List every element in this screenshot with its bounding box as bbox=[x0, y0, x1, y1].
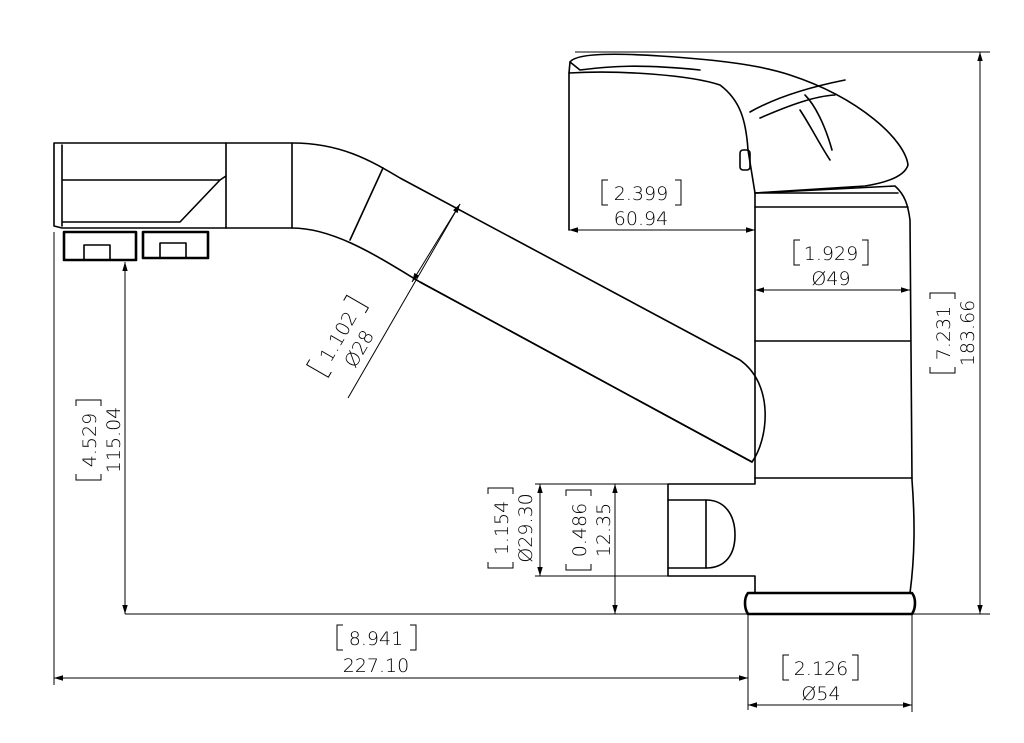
outlet-height-inch: 0.486 bbox=[569, 503, 591, 557]
overall-height-label: 7.231 183.66 bbox=[929, 292, 979, 374]
body-lower bbox=[667, 477, 756, 594]
outlet-height-mm: 12.35 bbox=[593, 503, 615, 557]
lever-handle-side bbox=[568, 61, 701, 231]
lever-offset-inch: 2.399 bbox=[614, 183, 668, 205]
overall-length-mm: 227.10 bbox=[343, 655, 409, 677]
spray-nozzle-left-inner bbox=[83, 244, 111, 261]
lever-offset-label: 2.399 60.94 bbox=[601, 179, 682, 230]
spout-head-inner bbox=[61, 144, 221, 227]
faucet-base bbox=[743, 591, 917, 616]
spout-tube bbox=[225, 142, 766, 463]
overall-height-inch: 7.231 bbox=[933, 306, 955, 360]
body-diameter-mm: Ø49 bbox=[811, 268, 850, 290]
body-column bbox=[754, 185, 915, 594]
overall-length-inch: 8.941 bbox=[349, 628, 403, 650]
spray-nozzle-left bbox=[62, 230, 138, 262]
spout-tube-section bbox=[349, 167, 384, 241]
base-diameter-mm: Ø54 bbox=[801, 683, 840, 705]
spray-nozzle-right-inner bbox=[159, 242, 187, 259]
dimension-lines bbox=[53, 51, 990, 712]
outlet-diameter-mm: Ø29.30 bbox=[515, 493, 537, 562]
spout-tube-section-2 bbox=[419, 281, 753, 463]
spout-height-inch: 4.529 bbox=[79, 413, 101, 467]
base-diameter-label: 2.126 Ø54 bbox=[782, 654, 859, 705]
body-diameter-inch: 1.929 bbox=[804, 243, 858, 265]
overall-height-mm: 183.66 bbox=[957, 300, 979, 366]
spout-height-label: 4.529 115.04 bbox=[75, 399, 125, 481]
spout-height-mm: 115.04 bbox=[103, 407, 125, 473]
lever-handle-detail bbox=[749, 79, 846, 161]
outlet-diameter-label: 1.154 Ø29.30 bbox=[487, 487, 537, 569]
lever-handle bbox=[568, 53, 909, 194]
spout-head bbox=[53, 142, 227, 229]
spout-diameter-label: 1.102 Ø28 bbox=[305, 294, 379, 378]
spray-nozzle-right bbox=[141, 230, 210, 260]
lever-button bbox=[739, 149, 751, 171]
body-diameter-label: 1.929 Ø49 bbox=[793, 239, 869, 290]
dimension-labels: 8.941 227.10 2.126 Ø54 2.399 60.94 1.929… bbox=[75, 179, 979, 705]
outlet-height-label: 0.486 12.35 bbox=[565, 489, 615, 571]
overall-length-label: 8.941 227.10 bbox=[336, 624, 417, 677]
outlet-diameter-inch: 1.154 bbox=[491, 501, 513, 555]
spout-head-chamfer bbox=[219, 175, 227, 181]
side-outlet bbox=[667, 499, 736, 569]
base-diameter-inch: 2.126 bbox=[794, 658, 848, 680]
lever-offset-mm: 60.94 bbox=[614, 208, 668, 230]
faucet-outline bbox=[53, 53, 917, 616]
